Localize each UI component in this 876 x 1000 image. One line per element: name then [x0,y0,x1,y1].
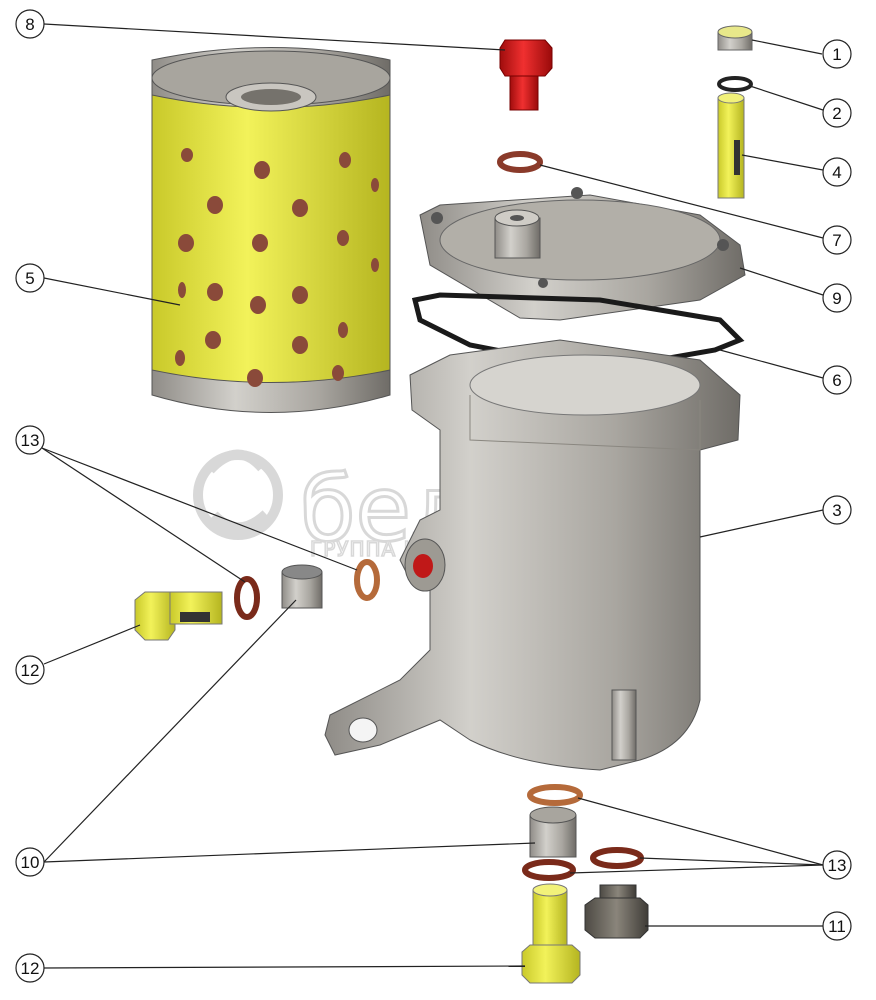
copper-washer-bottom-1 [527,784,583,806]
copper-washer-top [497,151,543,173]
drain-plug [584,884,649,939]
yellow-pin [717,92,745,199]
copper-washer-left-1 [234,576,260,620]
callout-label: 5 [25,269,34,288]
gasket [411,292,745,373]
callout-5: 5 [15,263,45,293]
callout-label: 2 [832,104,841,123]
callout-12-left: 12 [15,655,45,685]
watermark-logo-icon [193,449,283,540]
leader-lines [41,23,824,969]
callout-label: 10 [21,853,40,872]
callout-label: 6 [832,371,841,390]
callout-7: 7 [822,225,852,255]
banjo-bolt-left [134,591,223,641]
callout-label: 13 [828,856,847,875]
callout-6: 6 [822,365,852,395]
bushing-bottom [529,806,577,858]
housing-cover [419,187,746,321]
filter-housing [324,339,741,771]
callout-label: 13 [21,431,40,450]
callout-3: 3 [822,495,852,525]
copper-washer-bottom-2 [522,859,576,881]
callout-label: 3 [832,501,841,520]
callout-13-left: 13 [15,425,45,455]
filter-element [151,47,391,413]
red-bolt [499,39,553,111]
callout-label: 8 [25,15,34,34]
bushing-left [281,564,323,609]
callout-label: 1 [832,45,841,64]
callout-11: 11 [822,911,852,941]
callout-label: 4 [832,163,841,182]
copper-washer-left-2 [354,559,380,601]
callout-9: 9 [822,283,852,313]
cap-nut [717,25,753,51]
callout-12-bottom: 12 [15,953,45,983]
callout-4: 4 [822,157,852,187]
callout-8: 8 [15,9,45,39]
callout-label: 11 [828,917,846,936]
banjo-bolt-bottom [521,883,581,984]
callout-label: 12 [21,661,40,680]
callout-label: 7 [832,231,841,250]
callout-1: 1 [822,39,852,69]
copper-washer-bottom-3 [590,847,644,869]
callout-13-right: 13 [822,850,852,880]
callout-10: 10 [15,847,45,877]
callout-label: 12 [21,959,40,978]
callout-label: 9 [832,289,841,308]
callout-2: 2 [822,98,852,128]
o-ring-small [717,76,753,92]
